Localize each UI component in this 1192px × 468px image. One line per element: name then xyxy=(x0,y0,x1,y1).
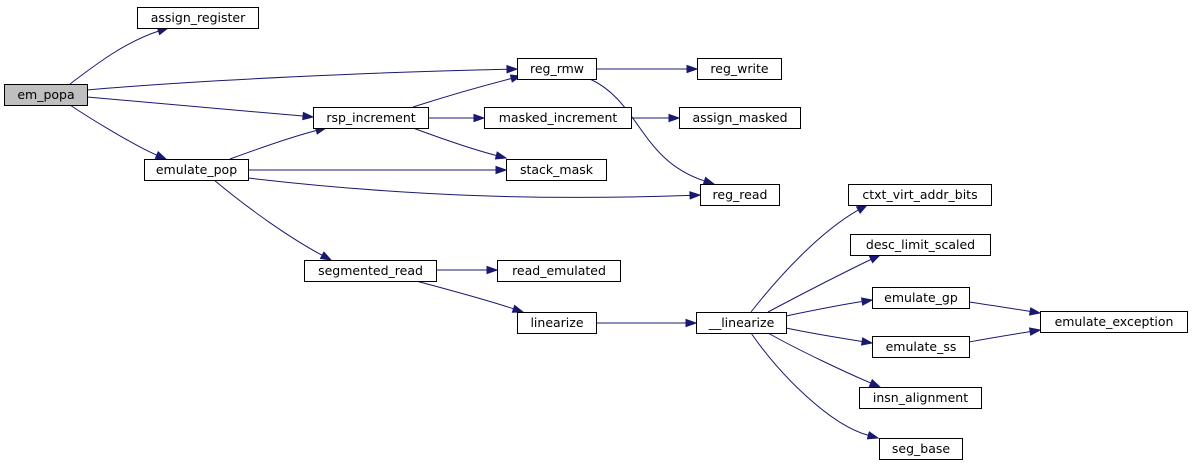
edge-reg-rmw-to-reg-read xyxy=(589,78,716,185)
node-label: emulate_exception xyxy=(1055,314,1174,329)
edge-linearize-to---linearize xyxy=(596,318,698,328)
node-box xyxy=(696,312,787,334)
node-box xyxy=(1040,311,1188,333)
node-box xyxy=(879,438,963,460)
node-label: segmented_read xyxy=(318,263,423,278)
node-assign-register[interactable]: assign_register xyxy=(137,7,259,29)
node-rsp-increment[interactable]: rsp_increment xyxy=(313,107,429,129)
edge---linearize-to-insn-alignment xyxy=(767,332,882,388)
node-segmented-read[interactable]: segmented_read xyxy=(304,260,437,282)
edge-masked-increment-to-assign-masked xyxy=(631,113,681,123)
node-masked-increment[interactable]: masked_increment xyxy=(484,107,632,129)
node-stack-mask[interactable]: stack_mask xyxy=(506,159,607,181)
node-read-emulated[interactable]: read_emulated xyxy=(497,260,621,282)
node-desc-limit-scaled[interactable]: desc_limit_scaled xyxy=(850,234,991,256)
node-label: reg_write xyxy=(710,61,768,76)
node-box xyxy=(850,234,991,256)
node-box xyxy=(506,159,607,181)
edge-em-popa-to-rsp-increment xyxy=(86,96,315,121)
edge-segmented-read-to-linearize xyxy=(415,280,525,313)
node-label: reg_read xyxy=(713,187,768,202)
node-box xyxy=(697,58,782,80)
node-box xyxy=(517,58,597,80)
node-label: linearize xyxy=(530,315,583,330)
node-ctxt-virt-addr-bits[interactable]: ctxt_virt_addr_bits xyxy=(848,184,992,206)
edge-emulate-pop-to-reg-read xyxy=(247,177,702,200)
edge---linearize-to-ctxt-virt-addr-bits xyxy=(750,204,869,313)
node-box xyxy=(313,107,429,129)
node-label: masked_increment xyxy=(499,110,618,125)
nodes-layer: em_popa assign_register reg_rmw rsp_increme… xyxy=(4,7,1188,460)
edge-segmented-read-to-read-emulated xyxy=(436,265,499,275)
node-box xyxy=(304,260,437,282)
node-label: emulate_pop xyxy=(156,162,237,177)
edge-rsp-increment-to-stack-mask xyxy=(412,127,508,160)
edge-em-popa-to-assign-register xyxy=(69,27,170,85)
edge-rsp-increment-to-reg-rmw xyxy=(412,74,523,108)
node-label: emulate_gp xyxy=(884,290,958,305)
edge-em-popa-to-emulate-pop xyxy=(69,104,168,160)
node-label: assign_register xyxy=(151,10,246,25)
node-label: desc_limit_scaled xyxy=(866,237,975,252)
node-label: seg_base xyxy=(892,441,950,456)
node-box xyxy=(700,184,780,206)
node-label: ctxt_virt_addr_bits xyxy=(862,187,977,202)
node-box xyxy=(859,387,982,409)
node-box xyxy=(679,107,801,129)
node-box xyxy=(848,184,992,206)
node-box xyxy=(144,159,249,181)
node-emulate-pop[interactable]: emulate_pop xyxy=(144,159,249,181)
edge-emulate-pop-to-segmented-read xyxy=(213,179,333,261)
node-label: reg_rmw xyxy=(530,61,584,76)
edge---linearize-to-emulate-ss xyxy=(785,327,874,346)
node-label: read_emulated xyxy=(512,263,606,278)
node-linearize[interactable]: __linearize xyxy=(696,312,787,334)
edge-reg-rmw-to-reg-write xyxy=(596,64,699,74)
edge---linearize-to-emulate-gp xyxy=(785,297,874,317)
node-insn-alignment[interactable]: insn_alignment xyxy=(859,387,982,409)
node-label: __linearize xyxy=(708,315,775,330)
node-box xyxy=(517,312,597,334)
node-assign-masked[interactable]: assign_masked xyxy=(679,107,801,129)
edge---linearize-to-seg-base xyxy=(750,332,880,440)
node-emulate-gp[interactable]: emulate_gp xyxy=(872,287,970,309)
node-box xyxy=(137,7,259,29)
node-label: em_popa xyxy=(17,87,74,102)
node-label: assign_masked xyxy=(692,110,787,125)
node-em-popa[interactable]: em_popa xyxy=(4,84,88,106)
edges-layer xyxy=(69,27,1042,440)
edge-rsp-increment-to-masked-increment xyxy=(428,113,486,123)
node-box xyxy=(872,287,970,309)
node-label: stack_mask xyxy=(520,162,594,177)
node-linearize[interactable]: linearize xyxy=(517,312,597,334)
edge-emulate-ss-to-emulate-exception xyxy=(968,327,1042,343)
edge-emulate-pop-to-rsp-increment xyxy=(229,126,328,160)
node-box xyxy=(484,107,632,129)
node-label: rsp_increment xyxy=(326,110,415,125)
node-emulate-exception[interactable]: emulate_exception xyxy=(1040,311,1188,333)
node-label: emulate_ss xyxy=(886,339,957,354)
node-box xyxy=(4,84,88,106)
edge-em-popa-to-reg-rmw xyxy=(86,64,519,91)
node-box xyxy=(497,260,621,282)
node-seg-base[interactable]: seg_base xyxy=(879,438,963,460)
node-reg-rmw[interactable]: reg_rmw xyxy=(517,58,597,80)
node-reg-write[interactable]: reg_write xyxy=(697,58,782,80)
edge-emulate-pop-to-stack-mask xyxy=(248,165,508,175)
node-label: insn_alignment xyxy=(873,390,968,405)
node-reg-read[interactable]: reg_read xyxy=(700,184,780,206)
node-emulate-ss[interactable]: emulate_ss xyxy=(872,336,970,358)
edge-emulate-gp-to-emulate-exception xyxy=(968,301,1042,316)
node-box xyxy=(872,336,970,358)
